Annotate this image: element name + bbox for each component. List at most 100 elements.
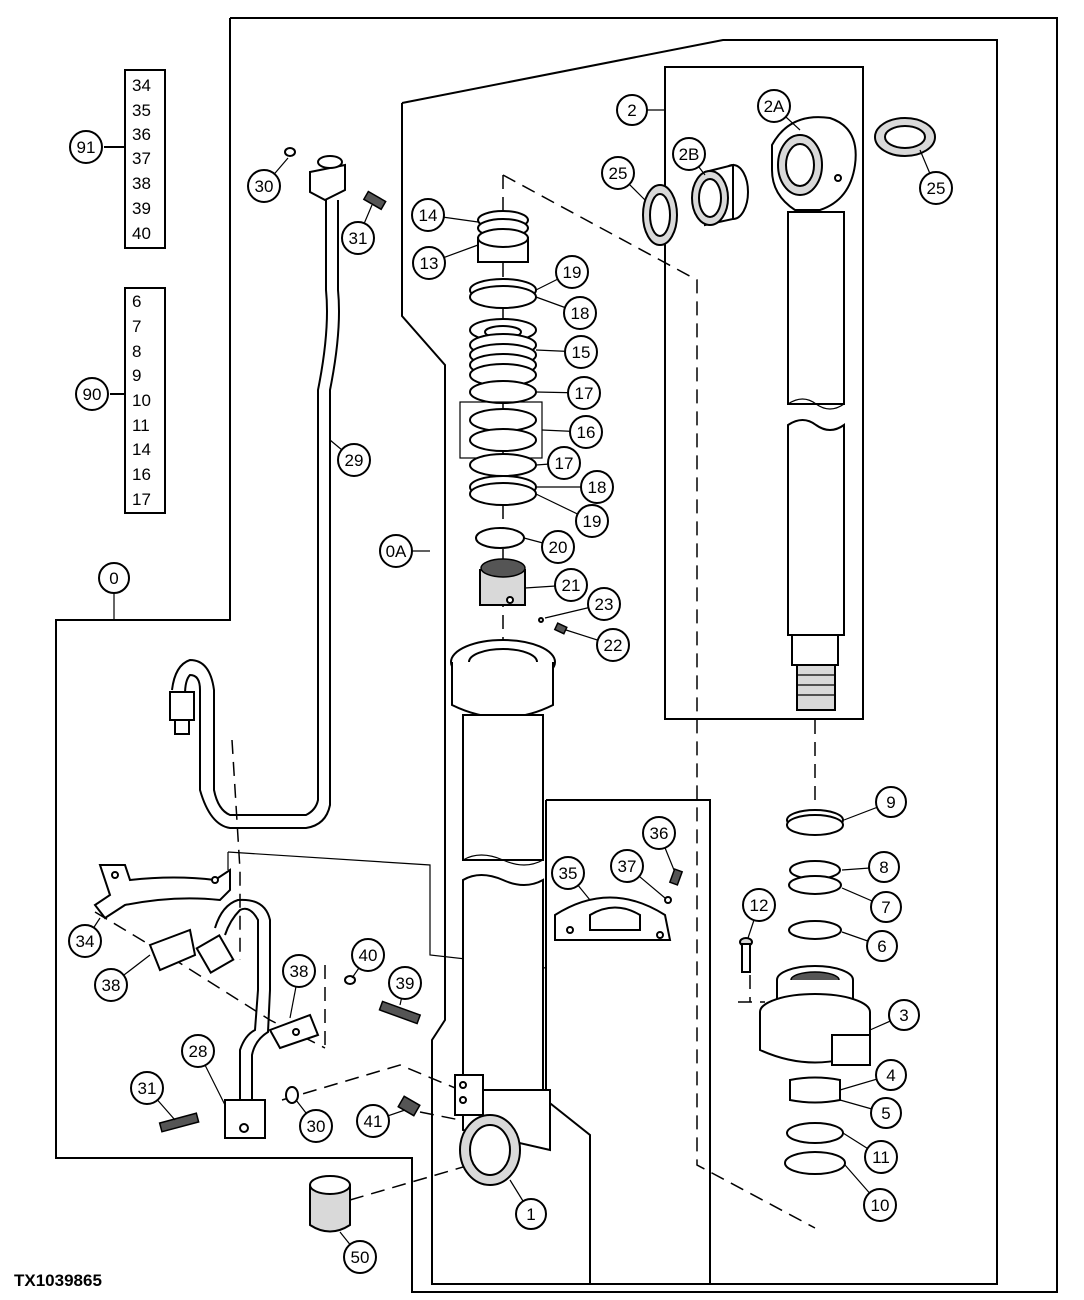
callout-5: 5 [870,1097,902,1129]
cylinder-barrel [450,639,556,1186]
kit-list-90-item: 11 [132,416,150,435]
kit-list-90-item: 7 [132,317,141,336]
callout-circle [515,1198,547,1230]
callout-label: 17 [575,384,594,403]
kit-list-90-item: 14 [132,440,151,459]
piston-stack [459,210,568,635]
callout-label: 20 [549,538,568,557]
callout-label: 19 [563,263,582,282]
kit-list-91-item: 40 [132,224,151,243]
gland-assembly [739,809,871,1175]
kit-list-91: 91 34 35 36 37 38 39 40 [69,69,166,249]
callout-circle [863,1188,897,1222]
callout-circle [379,534,413,568]
callout-label: 31 [138,1079,157,1098]
callout-label: 21 [562,576,581,595]
callout-30: 30 [299,1109,333,1143]
callout-circle [547,446,581,480]
callout-label: 18 [588,478,607,497]
callout-circle [343,1240,377,1274]
callout-22: 22 [596,628,630,662]
callout-circle [601,156,635,190]
callout-circle [411,198,445,232]
callout-label: 14 [419,206,438,225]
callout-circle [575,504,609,538]
callout-label: 23 [595,595,614,614]
callout-label: 5 [881,1104,890,1123]
group-outline-2 [664,66,864,720]
callout-13: 13 [412,246,446,280]
callout-circle [564,335,598,369]
callout-label: 15 [572,343,591,362]
callout-circle [757,89,791,123]
callout-label: 50 [351,1248,370,1267]
callout-38: 38 [282,954,316,988]
callout-20: 20 [541,530,575,564]
callout-circle [299,1109,333,1143]
kit-list-90-item: 17 [132,490,151,509]
callout-circle [580,470,614,504]
group-outline-0 [55,17,1058,1293]
kit-list-91-item: 35 [132,101,151,120]
callout-36: 36 [642,816,676,850]
callout-label: 7 [881,898,890,917]
callout-circle [551,856,585,890]
callout-37: 37 [610,849,644,883]
callout-label: 25 [927,179,946,198]
callout-15: 15 [564,335,598,369]
callout-circle [642,816,676,850]
callout-label: 18 [571,304,590,323]
clamps [93,864,684,1117]
group-outline-gland [545,799,711,1284]
callout-label: 30 [307,1117,326,1136]
callout-28: 28 [181,1034,215,1068]
callout-label: 1 [526,1205,535,1224]
callout-label: 40 [359,946,378,965]
callout-2B: 2B [672,137,706,171]
callout-circle [742,888,776,922]
callout-circle [282,954,316,988]
callout-50: 50 [343,1240,377,1274]
callout-38: 38 [94,968,128,1002]
callout-circle [888,999,920,1031]
callout-18: 18 [580,470,614,504]
kit-list-91-item: 39 [132,199,151,218]
callout-circle [616,94,648,126]
callout-label: 2 [627,101,636,120]
callout-17: 17 [547,446,581,480]
callout-19: 19 [555,255,589,289]
callout-label: 31 [349,229,368,248]
callout-label: 16 [577,423,596,442]
callout-label: 13 [420,254,439,273]
callout-circle [555,255,589,289]
callout-label: 10 [871,1196,890,1215]
callout-circle [569,415,603,449]
callout-90-circle [75,377,109,411]
callout-30: 30 [247,169,281,203]
callout-label: 37 [618,857,637,876]
callout-23: 23 [587,587,621,621]
callout-circle [596,628,630,662]
callout-0A: 0A [379,534,413,568]
callout-circle [875,786,907,818]
callout-label: 17 [555,454,574,473]
callout-2: 2 [616,94,648,126]
callout-circle [337,443,371,477]
callout-label: 22 [604,636,623,655]
callout-circle [412,246,446,280]
callout-31: 31 [341,221,375,255]
tube-28 [158,898,299,1139]
callout-11: 11 [864,1140,898,1174]
callout-circle [868,851,900,883]
callout-circle [98,562,130,594]
pin-50 [309,1175,351,1233]
callout-label: 41 [364,1112,383,1131]
callout-14: 14 [411,198,445,232]
callout-label: 38 [290,962,309,981]
kit-list-90-item: 9 [132,366,141,385]
callout-91-circle [69,130,103,164]
callout-34: 34 [68,924,102,958]
callout-label: 35 [559,864,578,883]
